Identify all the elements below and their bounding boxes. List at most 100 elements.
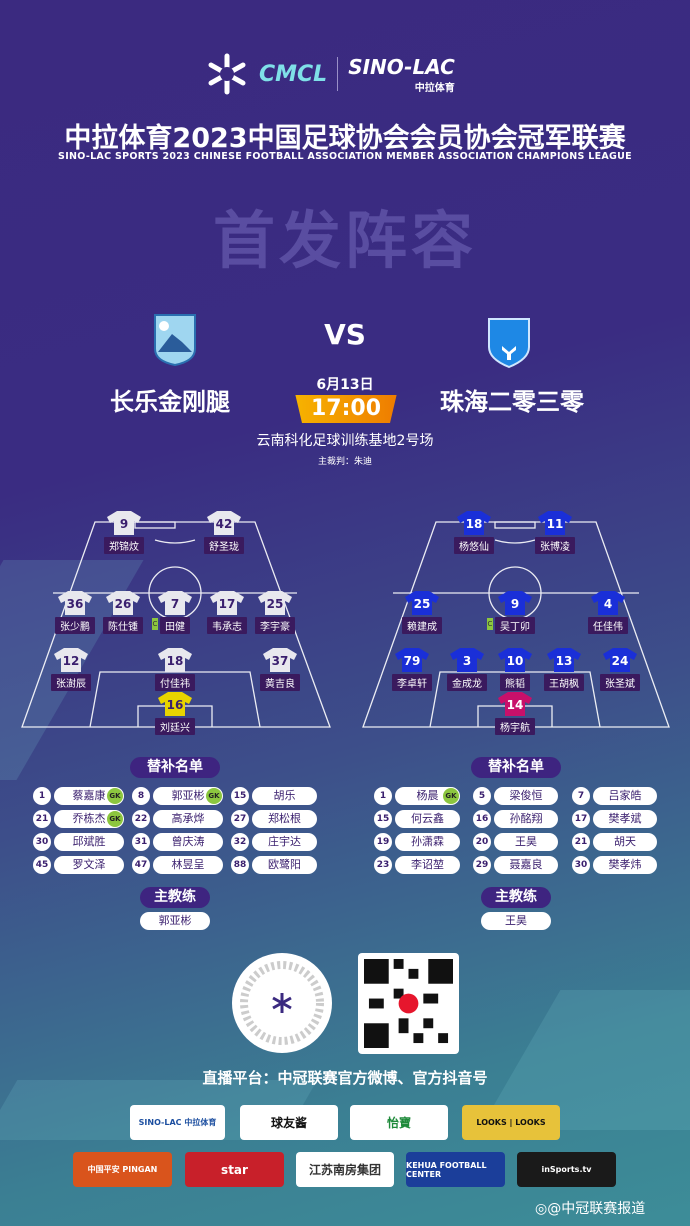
sub-number: 23 [374,856,392,874]
player-number: 37 [271,654,289,668]
sponsor-logo: 中国平安 PINGAN [73,1152,172,1187]
sub-number: 31 [132,833,150,851]
player-number: 9 [119,517,129,531]
jersey-icon: 3 [450,648,484,672]
player-number: 25 [266,597,284,611]
jersey-icon: 18 [158,648,192,672]
home-subs-title: 替补名单 [130,757,220,778]
match-date: 6月13日 [316,377,374,393]
gk-badge: GK [107,788,123,804]
away-coach-title: 主教练 [481,887,551,908]
sub-player-home[interactable]: 高承烨 [153,810,223,828]
player-number: 12 [62,654,80,668]
jersey-icon: 13 [547,648,581,672]
weibo-watermark: ◎@中冠联赛报道 [535,1198,645,1218]
jersey-icon: 9 [107,511,141,535]
sub-player-away[interactable]: 何云鑫 [395,810,460,828]
player-number: 16 [166,698,184,712]
sub-player-away[interactable]: 胡天 [593,833,657,851]
douyin-qr-code[interactable] [232,953,332,1053]
sponsor-logo: 怡寶 [350,1105,448,1140]
player-home[interactable]: 9 郑锦炆 [94,511,154,554]
sub-player-away[interactable]: 李诏堃 [395,856,460,874]
player-name: 金成龙 [447,674,487,691]
sub-number: 17 [572,810,590,828]
sub-player-away[interactable]: 孙酩翔 [494,810,558,828]
sub-player-away[interactable]: 王昊 [494,833,558,851]
sub-player-home[interactable]: 林昱呈 [153,856,223,874]
player-home[interactable]: 12 张澍辰 [41,648,101,691]
sub-player-home[interactable]: 邱斌胜 [54,833,124,851]
home-coach-name: 郭亚彬 [140,912,210,930]
sub-player-home[interactable]: 曾庆涛 [153,833,223,851]
sub-player-home[interactable]: 欧鹭阳 [252,856,317,874]
player-home[interactable]: 36 张少鹏 [45,591,105,634]
sub-number: 15 [374,810,392,828]
sub-player-away[interactable]: 聂嘉良 [494,856,558,874]
sub-player-away[interactable]: 孙潇霖 [395,833,460,851]
player-home[interactable]: 25 李宇豪 [245,591,305,634]
player-name: 李卓轩 [392,674,432,691]
home-coach-title: 主教练 [140,887,210,908]
jersey-icon: 42 [207,511,241,535]
player-number: 18 [465,517,483,531]
away-subs-title: 替补名单 [471,757,561,778]
sub-player-home[interactable]: 罗文泽 [54,856,124,874]
page-title: 中拉体育2023中国足球协会会员协会冠军联赛 [64,123,626,154]
player-name: 韦承志 [207,617,247,634]
player-number: 26 [114,597,132,611]
player-away[interactable]: 3 金成龙 [437,648,497,691]
sub-number: 29 [473,856,491,874]
sub-player-home[interactable]: 庄宇达 [252,833,317,851]
player-name: 张澍辰 [51,674,91,691]
sub-player-home[interactable]: 胡乐 [252,787,317,805]
sub-player-home[interactable]: 郑松根 [252,810,317,828]
qr-code-icon [364,959,453,1048]
sub-player-away[interactable]: 吕家皓 [593,787,657,805]
jersey-icon: 25 [258,591,292,615]
sino-lac-text: SINO-LAC [348,54,455,79]
sub-number: 21 [33,810,51,828]
sub-number: 1 [374,787,392,805]
player-number: 36 [66,597,84,611]
player-name: 张圣斌 [600,674,640,691]
player-name: 郑锦炆 [104,537,144,554]
player-number: 7 [170,597,180,611]
player-name: 张少鹏 [55,617,95,634]
match-venue: 云南科化足球训练基地2号场 [256,433,434,449]
player-number: 25 [413,597,431,611]
player-name: 任佳伟 [588,617,628,634]
jersey-icon: 26 [106,591,140,615]
captain-badge: C [152,618,158,630]
jersey-icon: 36 [58,591,92,615]
sub-player-away[interactable]: 樊孝炜 [593,856,657,874]
sub-number: 16 [473,810,491,828]
gk-badge: GK [107,811,123,827]
sub-player-away[interactable]: 梁俊恒 [494,787,558,805]
player-name: 李宇豪 [255,617,295,634]
weibo-qr-code[interactable] [358,953,459,1054]
sub-player-away[interactable]: 樊孝斌 [593,810,657,828]
